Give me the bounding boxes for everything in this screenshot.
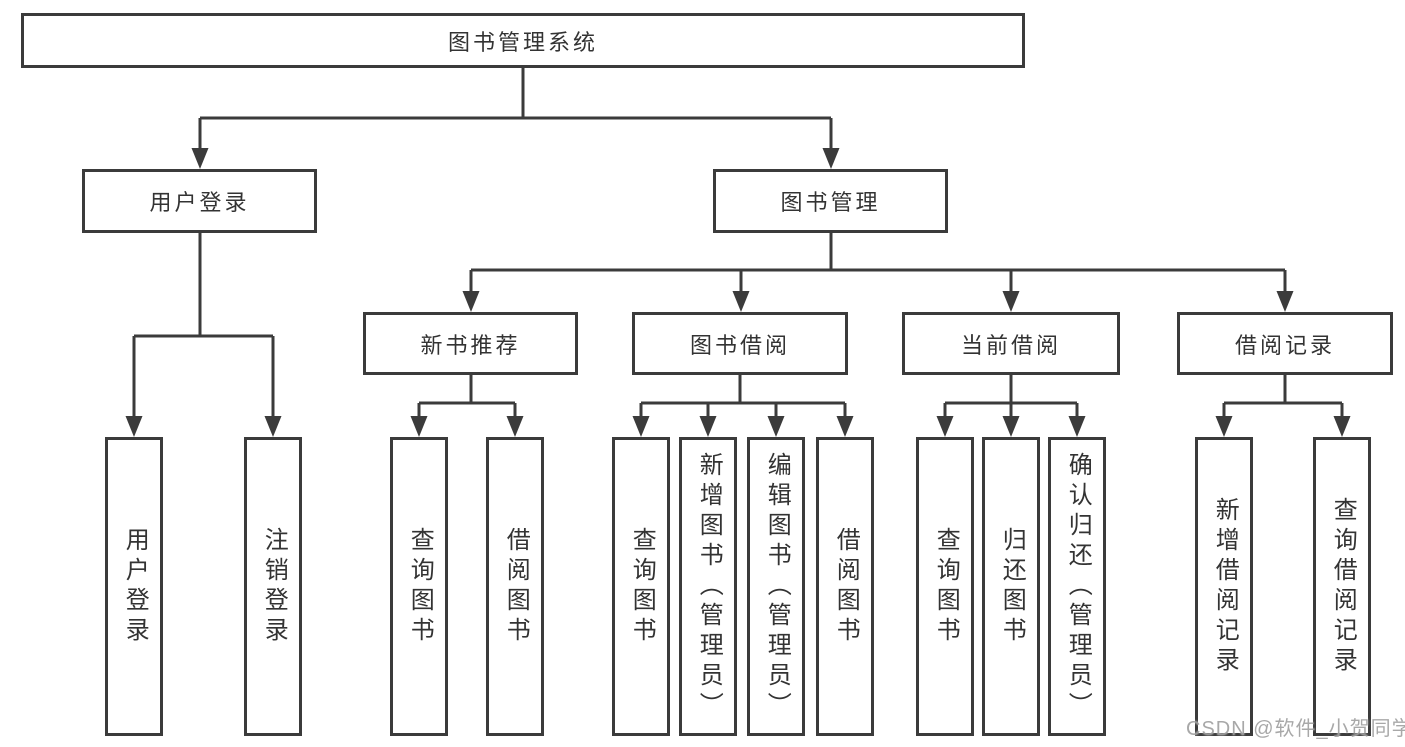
leaf-add-books-admin: 新增图书（管理员）	[679, 437, 737, 736]
node-label: 查询图书	[406, 526, 434, 647]
node-label: 新书推荐	[420, 332, 521, 358]
leaf-add-borrow-record: 新增借阅记录	[1195, 437, 1253, 736]
node-label: 编辑图书（管理员）	[763, 451, 791, 722]
node-label: 当前借阅	[960, 332, 1061, 358]
node-book-borrow: 图书借阅	[632, 312, 848, 375]
leaf-confirm-return-admin: 确认归还（管理员）	[1048, 437, 1106, 736]
node-label: 确认归还（管理员）	[1064, 451, 1092, 722]
connector-book-management-to-level3	[469, 233, 1287, 295]
connector-borrow-records-to-leaves	[1222, 375, 1344, 420]
node-label: 新增图书（管理员）	[695, 451, 723, 722]
node-label: 新增借阅记录	[1211, 496, 1239, 677]
arrowheads	[125, 148, 1351, 437]
leaf-query-books-recommend: 查询图书	[390, 437, 448, 736]
node-label: 借阅图书	[502, 526, 530, 647]
node-label: 查询借阅记录	[1329, 496, 1357, 677]
node-label: 图书管理	[780, 190, 881, 215]
leaf-borrow-books-recommend: 借阅图书	[486, 437, 544, 736]
node-label: 注销登录	[260, 526, 288, 647]
node-library-management-system: 图书管理系统	[21, 13, 1025, 68]
leaf-borrow-books: 借阅图书	[816, 437, 874, 736]
node-label: 用户登录	[121, 526, 149, 647]
leaf-query-books-borrow: 查询图书	[612, 437, 670, 736]
leaf-return-books: 归还图书	[982, 437, 1040, 736]
node-book-management: 图书管理	[713, 169, 948, 233]
csdn-watermark: CSDN @软件_小贺同学	[1186, 718, 1405, 740]
leaf-logout: 注销登录	[244, 437, 302, 736]
node-label: 查询图书	[932, 526, 960, 647]
leaf-query-borrow-record: 查询借阅记录	[1313, 437, 1371, 736]
node-label: 归还图书	[998, 526, 1026, 647]
node-label: 借阅记录	[1234, 332, 1335, 358]
leaf-user-login: 用户登录	[105, 437, 163, 736]
node-label: 借阅图书	[832, 526, 860, 647]
node-label: 图书管理系统	[447, 29, 598, 55]
leaf-query-books-current: 查询图书	[916, 437, 974, 736]
connector-new-book-recommend-to-leaves	[417, 375, 517, 420]
connector-book-borrow-to-leaves	[639, 375, 847, 420]
node-new-book-recommend: 新书推荐	[363, 312, 578, 375]
node-borrow-records: 借阅记录	[1177, 312, 1393, 375]
leaf-edit-books-admin: 编辑图书（管理员）	[747, 437, 805, 736]
node-label: 查询图书	[628, 526, 656, 647]
connector-current-borrow-to-leaves	[943, 375, 1079, 420]
node-label: 图书借阅	[689, 332, 790, 358]
connector-user-login-to-leaves	[132, 233, 275, 420]
node-user-login: 用户登录	[82, 169, 317, 233]
connector-root-to-level2	[198, 68, 833, 152]
node-label: 用户登录	[149, 190, 250, 215]
node-current-borrow: 当前借阅	[902, 312, 1120, 375]
